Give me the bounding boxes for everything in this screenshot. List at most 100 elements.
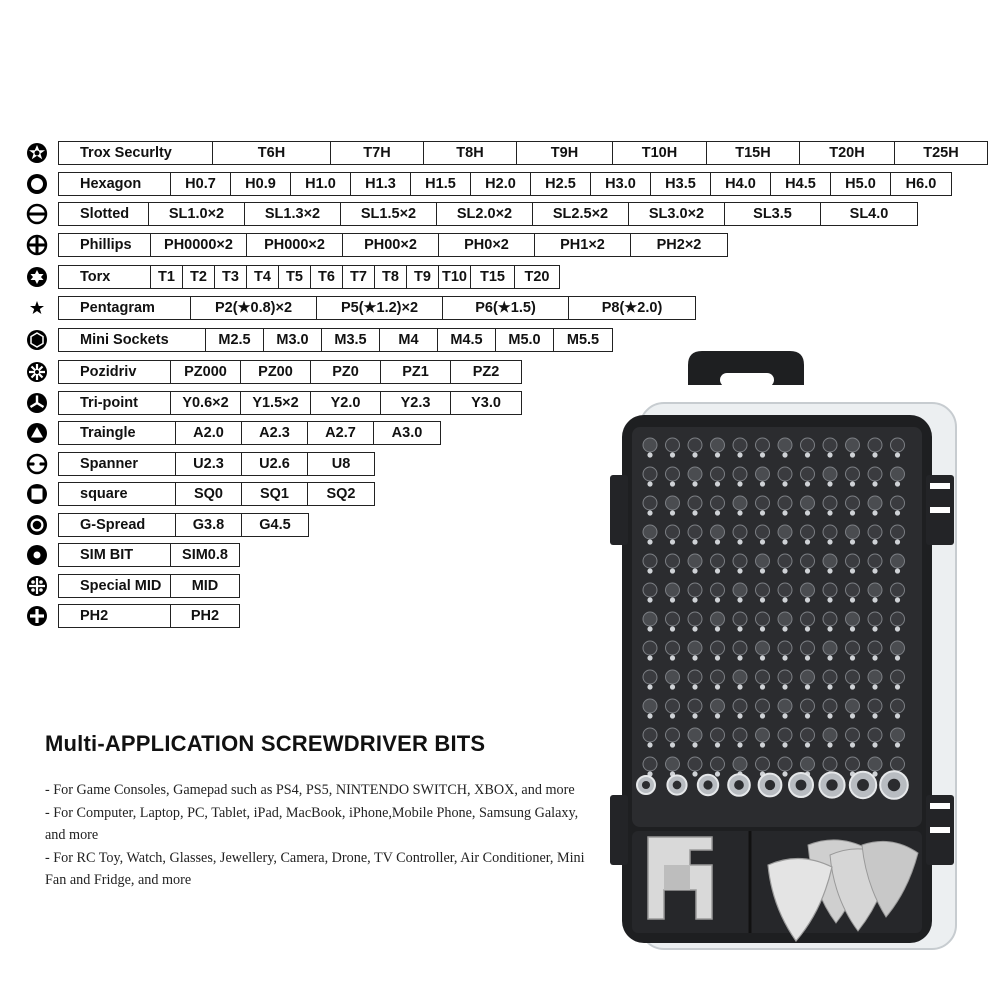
bit-slot xyxy=(822,698,838,714)
bit-slot xyxy=(642,727,658,743)
bit-marker xyxy=(669,626,676,632)
bit-slot xyxy=(755,698,770,714)
bit-marker xyxy=(737,452,743,458)
bit-marker xyxy=(894,452,901,458)
bit-marker xyxy=(872,452,878,458)
bit-grid xyxy=(642,437,905,777)
bit-slot xyxy=(710,669,725,685)
bit-slot xyxy=(777,582,793,598)
bit-slot xyxy=(642,582,658,598)
bit-marker xyxy=(782,742,788,748)
bit-marker xyxy=(894,597,901,603)
bit-slot xyxy=(890,524,905,540)
bit-type-name: Pentagram xyxy=(59,297,191,319)
bit-slot xyxy=(845,669,860,685)
bit-slot xyxy=(710,553,725,569)
bit-marker xyxy=(714,539,721,545)
bit-marker xyxy=(827,684,833,690)
bit-marker xyxy=(872,684,878,690)
bit-size-cell: U2.3 xyxy=(176,453,242,475)
bit-slot xyxy=(665,582,680,598)
hexagon-icon xyxy=(26,173,48,195)
bit-marker xyxy=(669,510,676,516)
bit-slot xyxy=(687,611,703,627)
square-icon xyxy=(26,483,48,505)
bit-slot xyxy=(845,640,860,656)
bit-marker xyxy=(692,539,698,545)
bit-size-cell: T3 xyxy=(215,266,247,288)
bit-type-name: Traingle xyxy=(59,422,176,444)
bit-size-cell: G4.5 xyxy=(259,517,291,533)
bit-slot xyxy=(867,698,883,714)
bit-slot xyxy=(642,437,658,453)
bit-marker xyxy=(782,713,788,719)
bit-marker xyxy=(647,452,653,458)
bit-slot xyxy=(665,640,680,656)
bit-marker xyxy=(782,568,788,574)
bit-marker xyxy=(692,742,698,748)
bit-slot xyxy=(687,582,703,598)
bit-slot xyxy=(777,727,793,743)
spanner-icon xyxy=(26,453,48,475)
bit-slot xyxy=(732,466,748,482)
bit-slot xyxy=(845,553,860,569)
bit-slot xyxy=(665,698,680,714)
socket-hole xyxy=(703,780,713,790)
bit-marker xyxy=(759,481,766,487)
bit-size-cell: T15 xyxy=(471,266,515,288)
bit-size-cell: H5.0 xyxy=(831,173,891,195)
bit-marker xyxy=(692,481,698,487)
bit-slot xyxy=(710,727,725,743)
bit-marker xyxy=(782,539,788,545)
bit-slot xyxy=(732,582,748,598)
bit-slot xyxy=(732,640,748,656)
bit-size-cell: H1.0 xyxy=(291,173,351,195)
bit-type-name: Hexagon xyxy=(59,173,171,195)
bit-marker xyxy=(759,713,766,719)
bit-size-cell: T7 xyxy=(343,266,375,288)
bit-marker xyxy=(872,713,878,719)
bit-marker xyxy=(872,742,878,748)
bit-marker xyxy=(647,742,653,748)
bit-marker xyxy=(872,655,878,661)
bit-type-name: square xyxy=(59,483,176,505)
bit-slot xyxy=(822,669,838,685)
bit-marker xyxy=(737,684,743,690)
bit-marker xyxy=(692,568,698,574)
bit-marker xyxy=(669,568,676,574)
bit-marker xyxy=(894,684,901,690)
bit-marker xyxy=(714,568,721,574)
application-item: - For Game Consoles, Gamepad such as PS4… xyxy=(45,782,575,798)
bit-slot xyxy=(822,495,838,511)
socket-hole xyxy=(764,779,776,791)
bit-marker xyxy=(692,597,698,603)
bit-marker xyxy=(759,539,766,545)
bit-marker xyxy=(827,481,833,487)
bit-size-cell: A2.0 xyxy=(176,422,242,444)
bit-size-cell: SL2.5×2 xyxy=(533,203,629,225)
bit-size-cell: T6 xyxy=(311,266,343,288)
bit-slot xyxy=(800,553,815,569)
bit-marker xyxy=(849,742,856,748)
bit-size-cell: T4 xyxy=(247,266,279,288)
bit-size-cell: SL1.3×2 xyxy=(245,203,341,225)
bit-type-name: Pozidriv xyxy=(59,361,171,383)
bit-slot xyxy=(755,553,770,569)
bit-size-cell: PH00×2 xyxy=(343,234,439,256)
bit-marker xyxy=(849,713,856,719)
bit-size-cell: PH0000×2 xyxy=(151,234,247,256)
bit-size-cell: U8 xyxy=(331,456,351,472)
mini-sockets-icon xyxy=(26,329,48,351)
bit-slot xyxy=(687,495,703,511)
socket-hole xyxy=(672,780,682,790)
bit-marker xyxy=(692,510,698,516)
bit-marker xyxy=(737,568,743,574)
bit-slot xyxy=(755,640,770,656)
